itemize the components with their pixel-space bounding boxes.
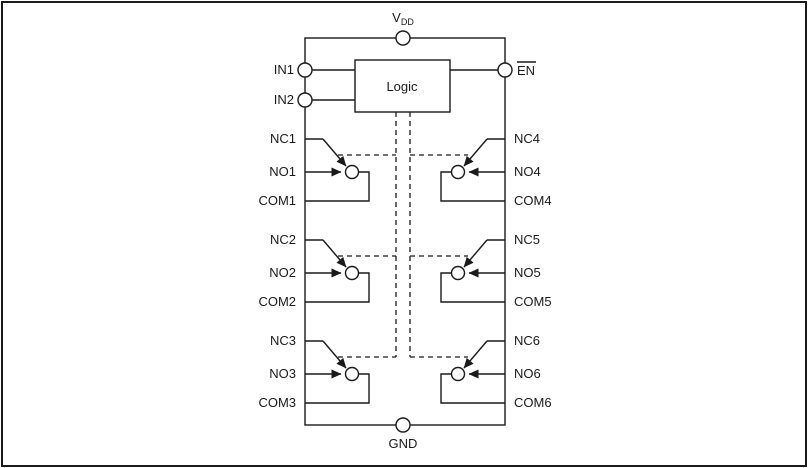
en-label: EN bbox=[517, 63, 535, 78]
pole-circle bbox=[450, 366, 466, 382]
com6-label: COM6 bbox=[514, 395, 552, 410]
pole-circle bbox=[450, 164, 466, 180]
nc6-label: NC6 bbox=[514, 333, 540, 348]
switch-arm bbox=[463, 138, 488, 167]
logic-block bbox=[354, 59, 451, 113]
vdd-pin-circle bbox=[395, 30, 411, 46]
pole-circle bbox=[344, 164, 360, 180]
no4-label: NO4 bbox=[514, 164, 541, 179]
no2-label: NO2 bbox=[269, 265, 296, 280]
switch-arm bbox=[322, 138, 347, 167]
pole-circle bbox=[450, 265, 466, 281]
in2-pin-circle bbox=[297, 92, 313, 108]
com-path bbox=[440, 373, 505, 404]
no5-label: NO5 bbox=[514, 265, 541, 280]
nc4-label: NC4 bbox=[514, 131, 540, 146]
in1-label: IN1 bbox=[274, 62, 294, 77]
ic-body bbox=[304, 37, 506, 426]
com-path bbox=[440, 272, 505, 303]
com-path bbox=[440, 171, 505, 202]
vdd-label-main: V bbox=[392, 10, 401, 25]
switch-arm bbox=[322, 239, 347, 268]
nc2-label: NC2 bbox=[270, 232, 296, 247]
switch-3 bbox=[305, 340, 370, 404]
en-pin-circle bbox=[497, 62, 513, 78]
pole-circle bbox=[344, 265, 360, 281]
gnd-label: GND bbox=[389, 436, 418, 451]
switch-arm bbox=[463, 239, 488, 268]
com1-label: COM1 bbox=[258, 193, 296, 208]
com3-label: COM3 bbox=[258, 395, 296, 410]
no6-label: NO6 bbox=[514, 366, 541, 381]
com4-label: COM4 bbox=[514, 193, 552, 208]
switch-4 bbox=[440, 138, 505, 202]
vdd-label: VDD bbox=[392, 10, 414, 27]
gnd-pin-circle bbox=[395, 417, 411, 433]
control-dashed-lines bbox=[338, 112, 468, 358]
no3-label: NO3 bbox=[269, 366, 296, 381]
switch-5 bbox=[440, 239, 505, 303]
nc5-label: NC5 bbox=[514, 232, 540, 247]
switch-arm bbox=[322, 340, 347, 369]
logic-label: Logic bbox=[386, 79, 418, 94]
nc3-label: NC3 bbox=[270, 333, 296, 348]
switch-6 bbox=[440, 340, 505, 404]
switch-1 bbox=[305, 138, 370, 202]
com-path bbox=[305, 373, 370, 404]
com2-label: COM2 bbox=[258, 294, 296, 309]
pole-circle bbox=[344, 366, 360, 382]
switch-arm bbox=[463, 340, 488, 369]
in2-label: IN2 bbox=[274, 92, 294, 107]
vdd-label-sub: DD bbox=[401, 17, 414, 27]
com-path bbox=[305, 272, 370, 303]
in1-pin-circle bbox=[297, 62, 313, 78]
com-path bbox=[305, 171, 370, 202]
nc1-label: NC1 bbox=[270, 131, 296, 146]
no1-label: NO1 bbox=[269, 164, 296, 179]
com5-label: COM5 bbox=[514, 294, 552, 309]
switch-2 bbox=[305, 239, 370, 303]
